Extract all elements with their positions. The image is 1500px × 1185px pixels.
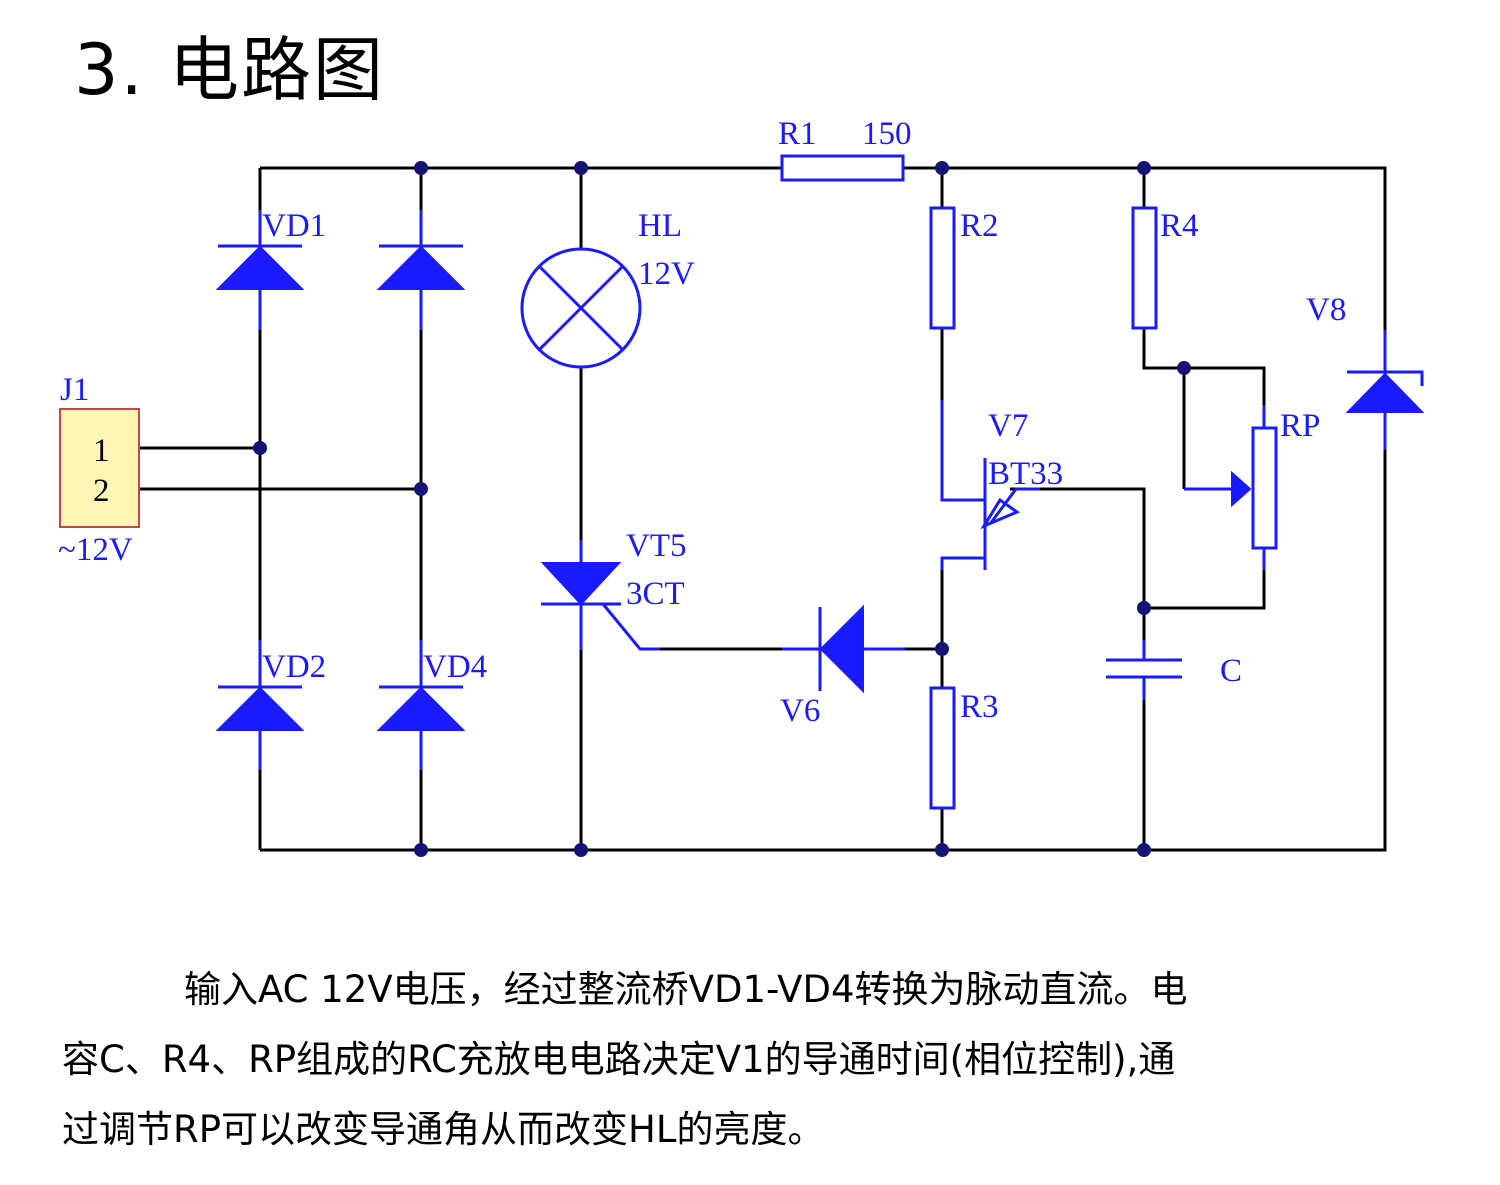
label-r3: R3 [960, 689, 999, 725]
label-rp: RP [1280, 408, 1320, 444]
wiring [140, 166, 1387, 852]
label-r4: R4 [1160, 208, 1199, 244]
description-line-1: 输入AC 12V电压，经过整流桥VD1-VD4转换为脉动直流。电 [184, 968, 1188, 1011]
capacitor-c [1106, 640, 1182, 700]
label-r2: R2 [960, 208, 999, 244]
label-hl: HL [638, 208, 682, 244]
page-title: 3. 电路图 [74, 29, 386, 111]
label-vd4: VD4 [423, 649, 487, 685]
thyristor-vt5 [540, 540, 660, 651]
zener-v8 [1345, 330, 1425, 450]
label-j1: J1 [60, 372, 89, 408]
diode-vd4 [376, 640, 466, 770]
label-hl-value: 12V [638, 256, 695, 292]
label-v8: V8 [1306, 292, 1346, 328]
label-vd1: VD1 [262, 208, 326, 244]
resistor-r4 [1131, 206, 1158, 330]
lamp-hl [520, 247, 642, 369]
label-v6: V6 [780, 693, 820, 729]
label-v7-value: BT33 [988, 456, 1063, 492]
resistor-r1 [780, 154, 905, 182]
diode-vd2 [215, 640, 305, 770]
circuit-description: 输入AC 12V电压，经过整流桥VD1-VD4转换为脉动直流。电 容C、R4、R… [62, 955, 1422, 1165]
diode-v6 [782, 604, 905, 694]
connector-j1 [59, 408, 140, 528]
potentiometer-rp [1184, 405, 1278, 570]
circuit-schematic: R1 150 VD1 VD2 VD4 HL 12V J1 1 2 ~12V VT… [58, 116, 1425, 857]
diode-vd3 [376, 210, 466, 330]
label-v7: V7 [988, 408, 1028, 444]
label-j1-pin1: 1 [93, 433, 110, 469]
description-line-3: 过调节RP可以改变导通角从而改变HL的亮度。 [62, 1108, 825, 1151]
description-line-2: 容C、R4、RP组成的RC充放电电路决定V1的导通时间(相位控制),通 [62, 1038, 1176, 1081]
ujt-v7 [940, 400, 1040, 570]
label-j1-value: ~12V [58, 532, 133, 568]
label-j1-pin2: 2 [93, 473, 110, 509]
label-vd2: VD2 [262, 649, 326, 685]
label-c: C [1220, 653, 1242, 689]
label-r1: R1 [778, 116, 817, 152]
resistor-r2 [929, 206, 956, 330]
label-vt5: VT5 [626, 528, 687, 564]
diode-vd1 [215, 210, 305, 330]
label-vt5-value: 3CT [626, 576, 685, 612]
junction-dots [253, 161, 1191, 857]
label-r1-value: 150 [862, 116, 912, 152]
resistor-r3 [929, 686, 956, 810]
